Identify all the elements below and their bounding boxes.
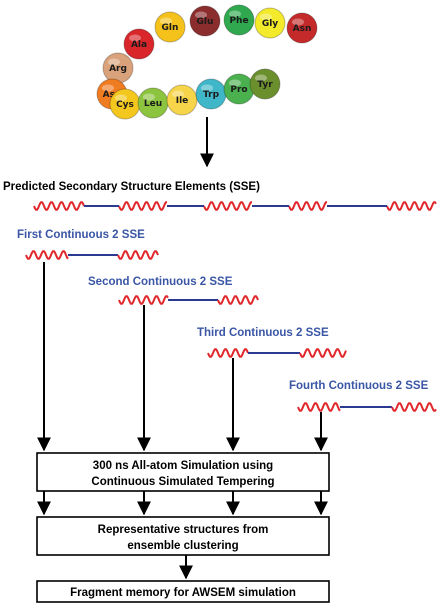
box-fragment-memory — [36, 580, 330, 603]
helix-segment — [391, 402, 437, 412]
residue-label: Gly — [262, 19, 278, 29]
residue-trp: Trp — [195, 78, 227, 110]
residue-highlight — [260, 13, 272, 21]
residue-bead — [286, 12, 318, 44]
helix-segment — [299, 348, 347, 358]
box-clustering-line1: Representative structures from — [98, 524, 269, 536]
box-simulation — [36, 452, 330, 492]
residue-asn: Asn — [286, 12, 318, 44]
segment-strand-4 — [297, 402, 437, 412]
residue-label: Glu — [197, 17, 214, 27]
helix-segment — [297, 402, 341, 412]
segment-label-first: First Continuous 2 SSE — [17, 229, 145, 241]
helix-segment — [118, 201, 167, 211]
residue-arg: Arg — [102, 52, 134, 84]
residue-highlight — [129, 34, 141, 42]
box-simulation-line2: Continuous Simulated Tempering — [91, 476, 274, 488]
segment-strand-3 — [207, 348, 347, 358]
box-fragment-memory-text: Fragment memory for AWSEM simulation — [70, 587, 296, 599]
helix-segment — [25, 250, 69, 260]
segment-strand-1 — [25, 250, 159, 260]
sse-strand-full — [33, 201, 437, 211]
residue-label: Tyr — [257, 80, 273, 90]
residue-label: Cys — [116, 100, 134, 110]
residue-tyr: Tyr — [249, 68, 281, 100]
residue-highlight — [108, 58, 120, 66]
residue-glu: Glu — [189, 5, 221, 37]
segment-strands — [25, 250, 437, 412]
residue-highlight — [255, 74, 267, 82]
residue-highlight — [229, 79, 241, 87]
residue-label: Gln — [162, 23, 179, 33]
helix-segment — [203, 201, 252, 211]
helix-segment — [386, 201, 437, 211]
residue-gly: Gly — [254, 7, 286, 39]
residue-highlight — [160, 17, 172, 25]
helix-segment — [33, 201, 85, 211]
residue-bead — [166, 84, 198, 116]
box-simulation-line1: 300 ns All-atom Simulation using — [93, 460, 273, 472]
residue-highlight — [143, 93, 155, 101]
residue-label: Ile — [176, 96, 189, 106]
helix-segment — [217, 295, 259, 305]
residue-bead — [254, 7, 286, 39]
residue-bead — [154, 11, 186, 43]
residue-label: Arg — [109, 64, 127, 74]
sse-title: Predicted Secondary Structure Elements (… — [3, 181, 260, 193]
residue-ala: Ala — [123, 28, 155, 60]
residue-label: Ala — [131, 40, 147, 50]
helix-segment — [288, 201, 327, 211]
residue-ile: Ile — [166, 84, 198, 116]
segment-label-second: Second Continuous 2 SSE — [88, 276, 233, 288]
residue-phe: Phe — [223, 4, 255, 36]
helix-segment — [118, 295, 169, 305]
helix-segment — [117, 250, 159, 260]
residue-label: Asn — [293, 24, 312, 34]
box-clustering-line2: ensemble clustering — [127, 540, 238, 552]
residue-gln: Gln — [154, 11, 186, 43]
box-clustering — [36, 516, 330, 556]
residue-label: Pro — [230, 85, 247, 95]
residue-label: Trp — [203, 90, 220, 100]
residue-leu: Leu — [137, 87, 169, 119]
segment-strand-2 — [118, 295, 259, 305]
residue-cys: Cys — [109, 88, 141, 120]
residue-highlight — [195, 11, 207, 19]
residue-highlight — [229, 10, 241, 18]
segment-label-third: Third Continuous 2 SSE — [197, 327, 329, 339]
helix-segment — [207, 348, 249, 358]
residue-bead — [223, 4, 255, 36]
segment-label-fourth: Fourth Continuous 2 SSE — [289, 380, 429, 392]
residue-highlight — [201, 84, 213, 92]
residue-bead — [189, 5, 221, 37]
residue-highlight — [102, 84, 114, 92]
residue-label: Phe — [229, 16, 248, 26]
residue-highlight — [292, 18, 304, 26]
residue-bead — [123, 28, 155, 60]
residue-label: Asp — [103, 90, 122, 100]
residue-highlight — [172, 90, 184, 98]
residue-bead — [249, 68, 281, 100]
residue-label: Leu — [144, 99, 162, 109]
residue-highlight — [115, 94, 127, 102]
residue-pro: Pro — [223, 73, 255, 105]
